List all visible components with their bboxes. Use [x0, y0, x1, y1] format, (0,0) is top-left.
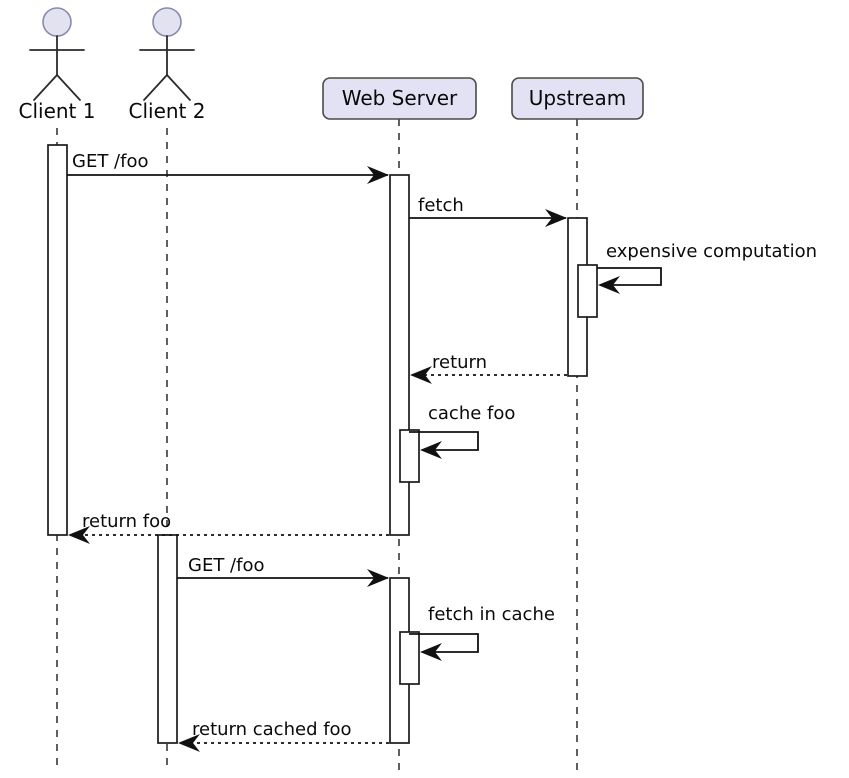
activation-bar-client1 — [47, 144, 68, 536]
actor-client2[interactable]: Client 2 — [129, 7, 206, 123]
message-get-foo-2[interactable]: GET /foo — [177, 555, 389, 587]
message-label: GET /foo — [72, 151, 148, 172]
actor-label-client2: Client 2 — [129, 99, 206, 123]
message-label: return — [432, 352, 487, 373]
self-message-loop — [409, 431, 479, 451]
message-return[interactable]: return — [410, 352, 567, 384]
actor-head-icon — [152, 7, 182, 37]
message-return-foo[interactable]: return foo — [68, 511, 389, 544]
participant-label-webserver: Web Server — [342, 86, 458, 110]
activation-bar-client2 — [157, 534, 178, 744]
actor-left-leg-line — [33, 74, 58, 101]
message-cache-foo[interactable]: cache foo — [409, 403, 515, 459]
actor-head-icon — [42, 7, 72, 37]
activation-bar-webserver-cache — [399, 429, 420, 483]
actor-right-leg-line — [166, 74, 191, 101]
lifelines-group — [56, 119, 578, 772]
message-return-cached-foo[interactable]: return cached foo — [178, 719, 389, 752]
actor-label-client1: Client 1 — [19, 99, 96, 123]
message-get-foo-1[interactable]: GET /foo — [67, 151, 389, 184]
message-label: cache foo — [428, 403, 515, 424]
message-label: fetch in cache — [428, 604, 555, 625]
message-fetch[interactable]: fetch — [409, 195, 567, 227]
participant-box-upstream[interactable] — [511, 77, 644, 120]
message-fetch-in-cache[interactable]: fetch in cache — [409, 604, 555, 661]
message-label: fetch — [418, 195, 464, 216]
message-label: expensive computation — [606, 241, 817, 262]
message-expensive-computation[interactable]: expensive computation — [597, 241, 817, 294]
message-label: return foo — [82, 511, 171, 532]
actor-client1[interactable]: Client 1 — [19, 7, 96, 123]
actor-left-leg-line — [143, 74, 168, 101]
participant-webserver[interactable]: Web Server — [322, 77, 477, 120]
actor-right-leg-line — [56, 74, 81, 101]
self-message-loop — [409, 633, 479, 653]
participant-box-webserver[interactable] — [322, 77, 477, 120]
participant-upstream[interactable]: Upstream — [511, 77, 644, 120]
message-label: return cached foo — [192, 719, 352, 740]
arrowhead-left-icon — [410, 366, 432, 384]
participant-label-upstream: Upstream — [529, 86, 626, 110]
activation-bar-upstream-nested — [577, 264, 598, 318]
activation-bars-group — [47, 144, 598, 744]
self-message-loop — [597, 267, 662, 286]
message-label: GET /foo — [188, 555, 264, 576]
activation-bar-webserver-fetch — [399, 631, 420, 685]
